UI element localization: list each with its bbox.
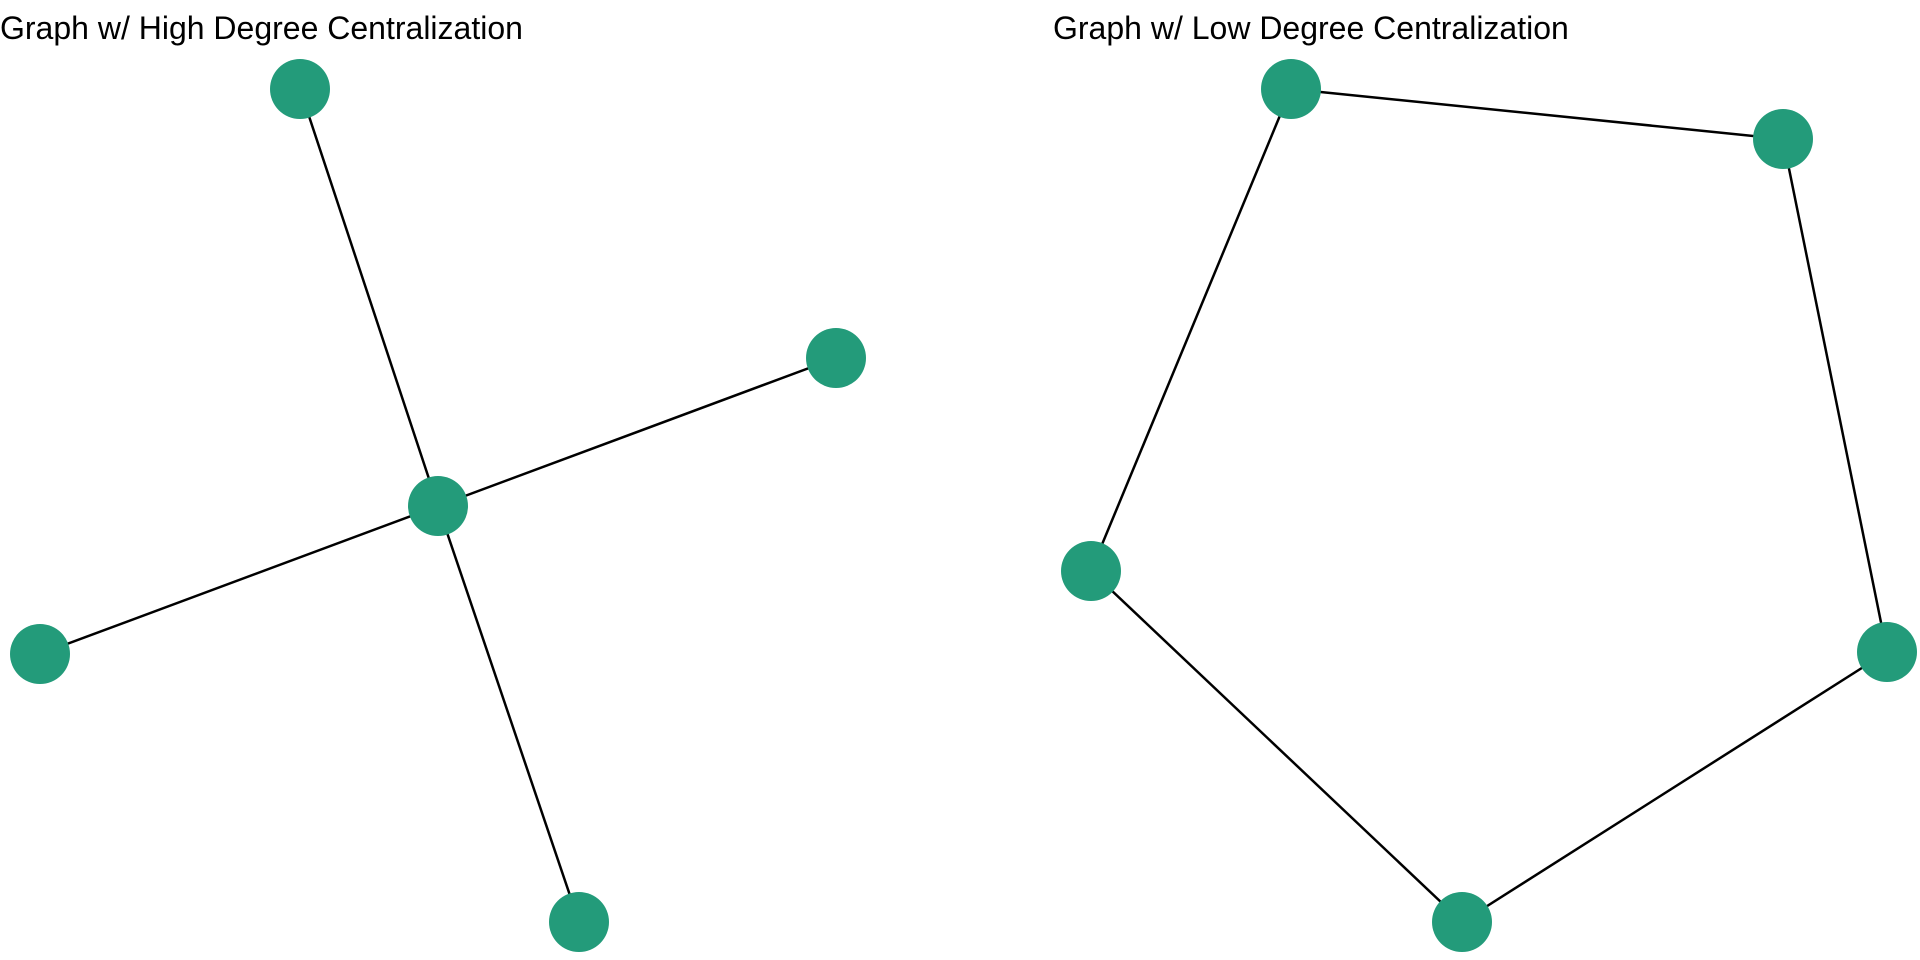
node-left: [10, 624, 70, 684]
edge-bottom-left: [1090, 570, 1463, 923]
edge-top-right-right: [1781, 138, 1889, 653]
node-top-left: [1261, 59, 1321, 119]
star-graph-canvas: [10, 59, 866, 952]
edge-left-top-left: [1089, 88, 1293, 572]
edge-center-top: [298, 88, 440, 507]
node-right: [1857, 622, 1917, 682]
edge-center-right: [437, 356, 837, 508]
cycle-graph-canvas: [1061, 59, 1917, 952]
graph-title: Graph w/ High Degree Centralization: [0, 10, 523, 46]
node-right: [806, 328, 866, 388]
edge-center-bottom: [436, 505, 581, 923]
node-center: [408, 476, 468, 536]
node-bottom: [549, 892, 609, 952]
node-bottom: [1432, 892, 1492, 952]
edge-center-left: [39, 504, 439, 656]
node-top-right: [1753, 109, 1813, 169]
node-top: [270, 59, 330, 119]
graph-panel-low-centralization: Graph w/ Low Degree Centralization: [960, 0, 1920, 960]
graph-title: Graph w/ Low Degree Centralization: [1053, 10, 1569, 46]
graph-panel-high-centralization: Graph w/ High Degree Centralization: [0, 10, 866, 952]
edge-top-left-top-right: [1290, 87, 1784, 141]
node-left: [1061, 541, 1121, 601]
edge-right-bottom: [1461, 650, 1888, 924]
